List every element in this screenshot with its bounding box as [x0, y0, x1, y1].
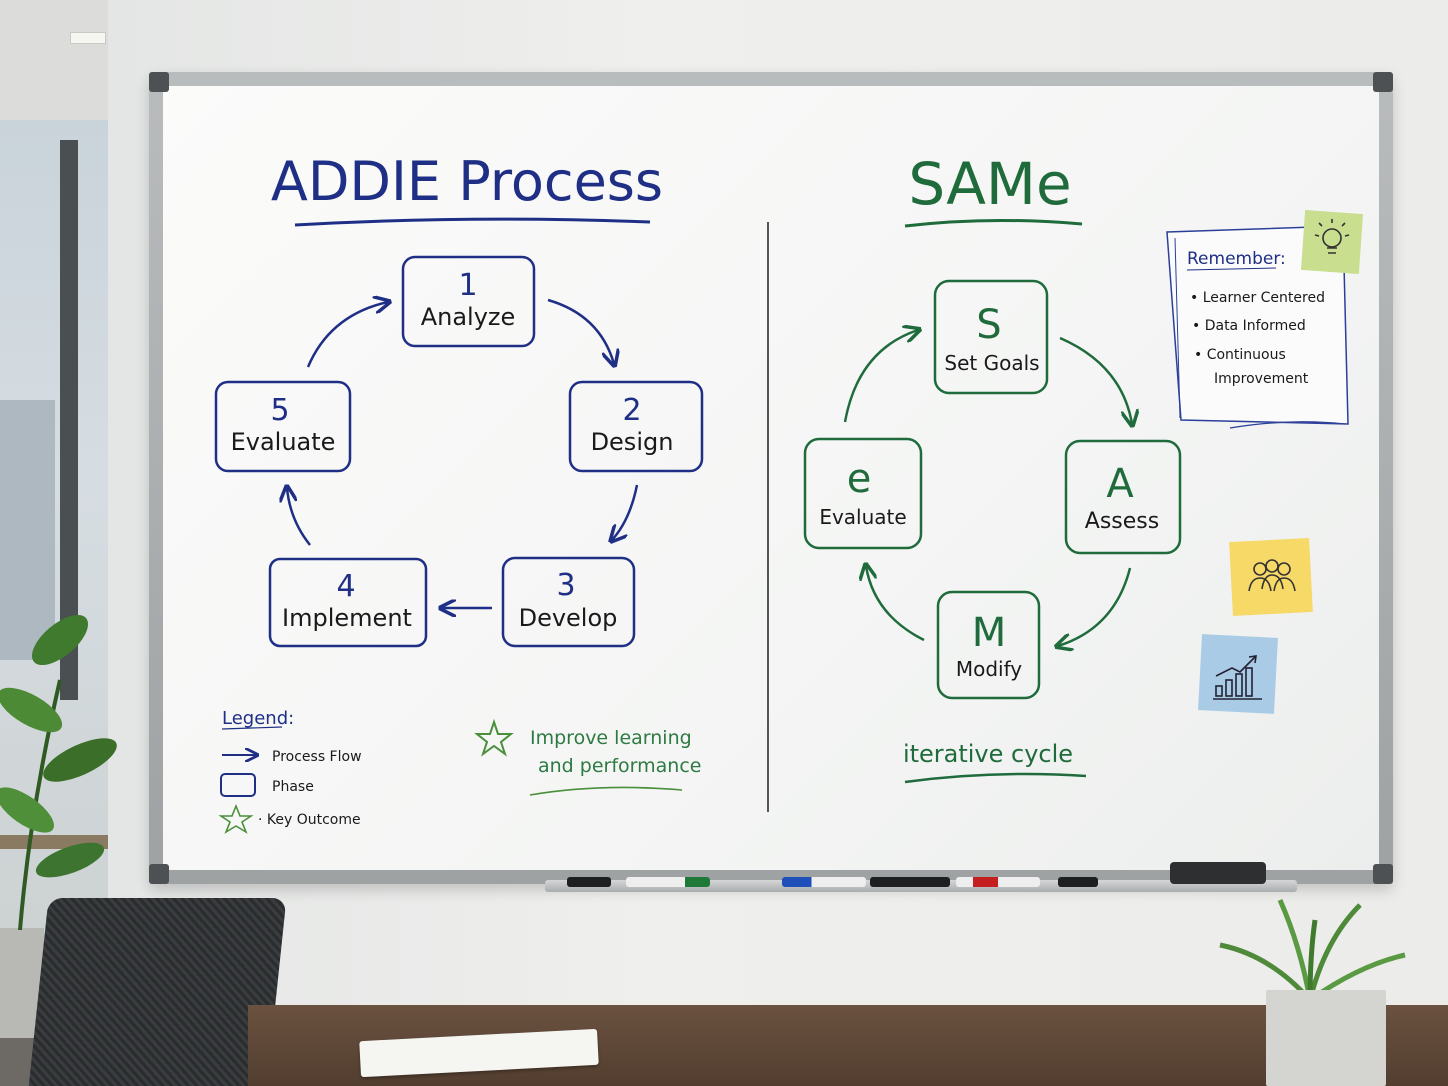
plant-left — [0, 614, 117, 931]
same-step-label: Assess — [1085, 509, 1159, 534]
same-arrow — [843, 330, 918, 423]
addie-arrow — [547, 298, 614, 364]
addie-step-develop: 3 Develop — [501, 556, 636, 648]
whiteboard-eraser[interactable] — [1170, 862, 1266, 884]
outside-building — [0, 400, 55, 660]
addie-step-number: 3 — [556, 568, 575, 603]
addie-arrow — [612, 484, 639, 540]
same-caption: iterative cycle — [903, 740, 1073, 768]
remember-note: Remember: • Learner Centered • Data Info… — [1166, 225, 1349, 429]
whiteboard-surface — [163, 86, 1379, 870]
addie-title-underline — [294, 217, 651, 227]
plant-pot-right — [1266, 990, 1386, 1086]
blue-marker[interactable] — [782, 877, 866, 887]
outcome-line1: Improve learning — [530, 727, 692, 749]
addie-step-design: 2 Design — [568, 380, 704, 473]
addie-title: ADDIE Process — [271, 150, 663, 213]
addie-step-label: Design — [591, 428, 674, 456]
addie-step-number: 2 — [622, 393, 641, 428]
remember-item: • Learner Centered — [1190, 290, 1325, 306]
legend-process-flow: Process Flow — [272, 749, 362, 765]
same-step-label: Set Goals — [944, 351, 1039, 375]
frame-corner — [149, 72, 169, 92]
addie-step-label: Analyze — [421, 303, 516, 331]
legend-star-icon — [218, 803, 254, 834]
outcome-underline — [529, 786, 683, 796]
plant-right — [1219, 898, 1406, 1003]
same-arrow — [1058, 567, 1132, 646]
ceiling — [0, 0, 108, 120]
same-title: SAMe — [908, 150, 1071, 218]
sticky-note-green — [1300, 210, 1364, 274]
legend-phase: Phase — [272, 779, 314, 795]
addie-step-number: 5 — [270, 393, 289, 428]
sticky-note-blue — [1198, 634, 1278, 714]
addie-step-analyze: 1 Analyze — [401, 255, 536, 348]
remember-item: • Continuous — [1194, 347, 1286, 363]
remember-item: • Data Informed — [1192, 318, 1306, 334]
legend-phase-icon — [220, 773, 256, 797]
same-title-underline — [904, 218, 1083, 228]
same-step-evaluate: e Evaluate — [803, 437, 923, 550]
people-icon — [1248, 559, 1296, 592]
same-arrow — [866, 566, 925, 642]
legend-title: Legend: — [222, 708, 294, 729]
legend-underline — [221, 726, 283, 730]
ceiling-light — [70, 32, 106, 44]
black-marker[interactable] — [870, 877, 950, 887]
same-step-letter: M — [972, 610, 1007, 656]
addie-step-label: Implement — [282, 604, 412, 632]
same-step-set-goals: S Set Goals — [933, 279, 1049, 395]
outcome-star-icon — [474, 718, 514, 757]
black-marker[interactable] — [567, 877, 611, 887]
window-frame — [60, 140, 78, 700]
addie-arrow — [287, 488, 311, 546]
black-marker[interactable] — [1058, 877, 1098, 887]
frame-corner — [1373, 864, 1393, 884]
addie-step-number: 1 — [458, 268, 477, 303]
same-step-label: Modify — [956, 657, 1022, 681]
green-marker[interactable] — [626, 877, 710, 887]
addie-step-evaluate: 5 Evaluate — [214, 380, 352, 473]
frame-corner — [1373, 72, 1393, 92]
same-arrow — [1059, 336, 1132, 424]
remember-item: Improvement — [1214, 371, 1309, 387]
same-step-label: Evaluate — [819, 505, 906, 529]
same-caption-underline — [904, 772, 1087, 784]
same-step-letter: A — [1106, 461, 1134, 507]
same-step-assess: A Assess — [1064, 439, 1182, 555]
remember-title: Remember: — [1187, 249, 1286, 269]
addie-step-implement: 4 Implement — [268, 557, 428, 648]
sticky-note-yellow — [1229, 537, 1313, 617]
same-step-letter: e — [847, 456, 872, 502]
addie-arrow — [306, 302, 388, 368]
addie-step-label: Evaluate — [231, 428, 336, 456]
frame-corner — [149, 864, 169, 884]
outcome-line2: and performance — [538, 755, 701, 777]
same-step-modify: M Modify — [936, 590, 1041, 700]
lightbulb-icon — [1314, 219, 1350, 254]
addie-step-label: Develop — [519, 604, 618, 632]
legend-key-outcome: · Key Outcome — [258, 812, 361, 828]
bar-chart-icon — [1213, 655, 1262, 700]
addie-step-number: 4 — [336, 569, 355, 604]
red-marker[interactable] — [956, 877, 1040, 887]
same-step-letter: S — [976, 302, 1001, 348]
